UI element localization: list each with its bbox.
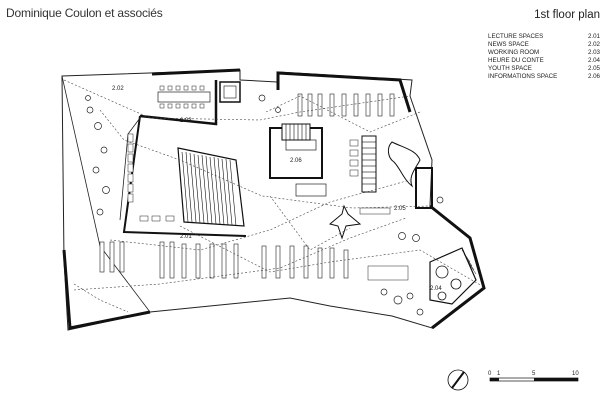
information-desk [285, 139, 317, 151]
scale-bar [489, 377, 579, 382]
legend-label: YOUTH SPACE [488, 65, 532, 73]
exterior-wall [151, 68, 241, 76]
meeting-table [157, 91, 211, 103]
service-core [415, 167, 433, 209]
room-label-203: 2.03 [180, 118, 192, 124]
working-room-wall [122, 115, 247, 237]
room-label-204: 2.04 [430, 286, 442, 292]
legend-code: 2.06 [587, 73, 600, 81]
legend-code: 2.04 [587, 57, 600, 65]
partition-wall [61, 75, 101, 247]
legend-code: 2.02 [587, 41, 600, 49]
elevator-core [219, 81, 241, 103]
exterior-wall [139, 80, 218, 126]
legend-label: WORKING ROOM [488, 49, 540, 57]
bookshelves-lower [99, 241, 349, 279]
room-label-202: 2.02 [112, 86, 124, 92]
legend-code: 2.01 [587, 33, 600, 40]
legend-code: 2.03 [587, 49, 600, 57]
legend-row: NEWS SPACE 2.02 [488, 41, 600, 49]
elevator-core [223, 85, 237, 99]
legend-label: INFORMATIONS SPACE [488, 73, 558, 81]
wall-shelving [127, 133, 409, 281]
legend-label: LECTURE SPACES [488, 33, 544, 40]
legend-row: LECTURE SPACES 2.01 [488, 33, 600, 41]
exterior-wall [276, 71, 412, 113]
legend-row: YOUTH SPACE 2.05 [488, 65, 600, 73]
legend-label: NEWS SPACE [488, 41, 529, 49]
room-legend: LECTURE SPACES 2.01 NEWS SPACE 2.02 WORKIN… [488, 33, 600, 82]
studio-name: Dominique Coulon et associés [6, 6, 163, 20]
scale-tick-10: 10 [572, 371, 579, 377]
exterior-wall [62, 249, 151, 330]
room-label-201: 2.01 [180, 234, 192, 240]
plan-title: 1st floor plan [534, 9, 600, 21]
scale-tick-1: 1 [497, 371, 501, 377]
legend-row: WORKING ROOM 2.03 [488, 49, 600, 57]
legend-row: INFORMATIONS SPACE 2.06 [488, 73, 600, 81]
youth-table [328, 204, 362, 240]
north-arrow-icon [447, 369, 469, 391]
planters [85, 94, 444, 316]
legend-row: HEURE DU CONTE 2.04 [488, 57, 600, 65]
scale-tick-0: 0 [488, 371, 492, 377]
legend-code: 2.05 [587, 65, 600, 73]
meeting-chairs [159, 85, 205, 109]
story-time-room [429, 247, 477, 305]
youth-staircase [361, 135, 377, 193]
partition-wall [99, 245, 151, 313]
upper-staircase [281, 123, 311, 141]
room-label-205: 2.05 [394, 206, 406, 212]
youth-seating [387, 141, 421, 188]
exterior-wall [429, 204, 486, 330]
legend-label: HEURE DU CONTE [488, 57, 544, 65]
overhead-dashed-lines [63, 79, 483, 313]
central-staircase [177, 147, 245, 227]
scale-tick-5: 5 [532, 371, 536, 377]
information-desk [295, 183, 327, 197]
bookshelves-upper [297, 93, 395, 117]
room-label-206: 2.06 [290, 158, 302, 164]
